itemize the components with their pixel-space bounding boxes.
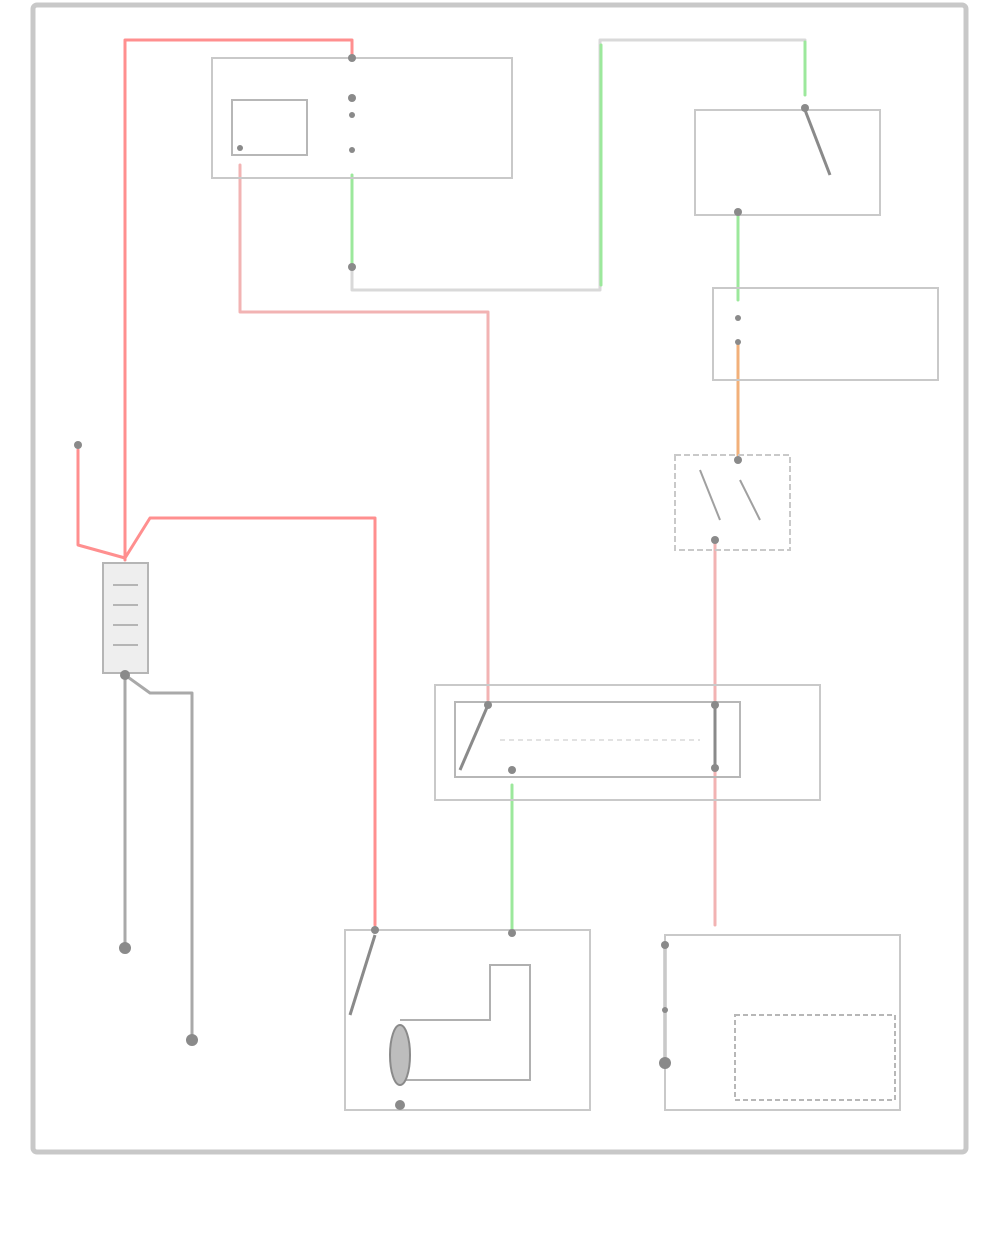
battery: [102, 562, 149, 680]
pcm: [661, 934, 901, 1111]
transmission-range-sensor: [674, 454, 791, 551]
starter-feed-wire: [123, 516, 377, 927]
generator: [74, 441, 82, 449]
inline-fuse: [712, 287, 939, 381]
ground-engine: [186, 1034, 198, 1046]
ground-wire-2: [123, 673, 194, 1037]
underhood-fuse-box: [211, 54, 513, 271]
diagram-frame: [30, 2, 969, 1155]
start-signal-wire: [238, 163, 490, 702]
starter-motor: [344, 926, 591, 1111]
battery-feed-wire: [123, 38, 354, 562]
ground-transmission: [659, 1057, 671, 1069]
ground-left-fender: [119, 942, 131, 954]
interlock-relay: [434, 684, 821, 801]
clutch-switch: [694, 104, 881, 216]
generator-feed-wire: [76, 448, 127, 560]
